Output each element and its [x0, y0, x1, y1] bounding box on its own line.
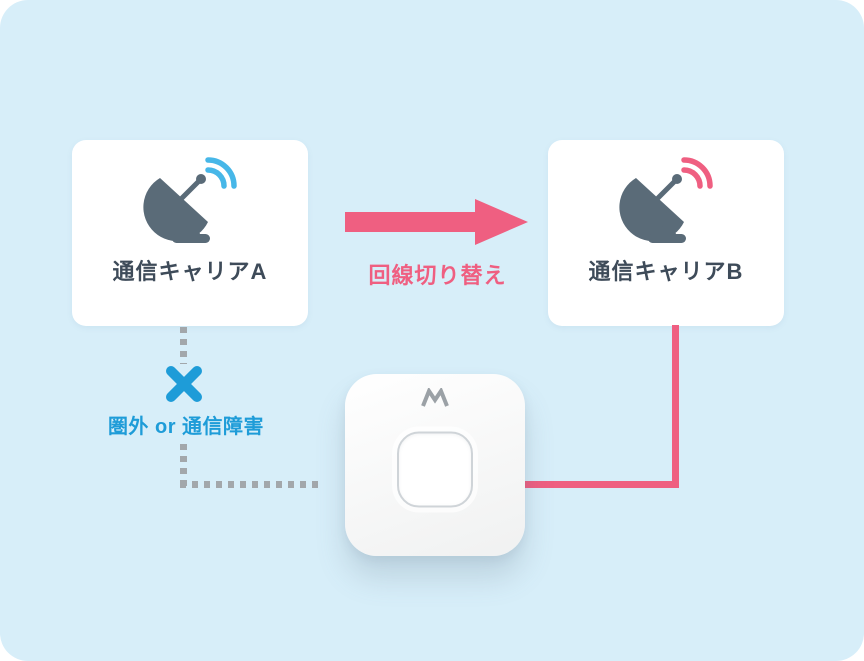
device-center-button [397, 431, 473, 508]
switch-arrow-icon [345, 199, 528, 245]
brand-m-logo-icon [421, 388, 449, 407]
satellite-dish-icon [619, 157, 713, 243]
dotted-connector-segment-bottom [180, 444, 187, 488]
signal-waves-icon [681, 157, 713, 189]
pink-connector-horizontal [520, 481, 679, 488]
dotted-connector-horizontal [180, 481, 322, 488]
carrier-a-card: 通信キャリアA [72, 140, 308, 326]
pink-connector-vertical [672, 325, 679, 488]
satellite-dish-icon [143, 157, 237, 243]
dotted-connector-segment-top [180, 327, 187, 364]
switch-arrow-label: 回線切り替え [368, 263, 507, 288]
router-device [345, 374, 525, 556]
x-mark-icon [166, 366, 202, 402]
carrier-b-card: 通信キャリアB [548, 140, 784, 326]
carrier-a-label: 通信キャリアA [112, 259, 268, 284]
failure-label: 圏外 or 通信障害 [107, 416, 265, 438]
signal-waves-icon [205, 157, 237, 189]
carrier-b-label: 通信キャリアB [588, 259, 744, 284]
